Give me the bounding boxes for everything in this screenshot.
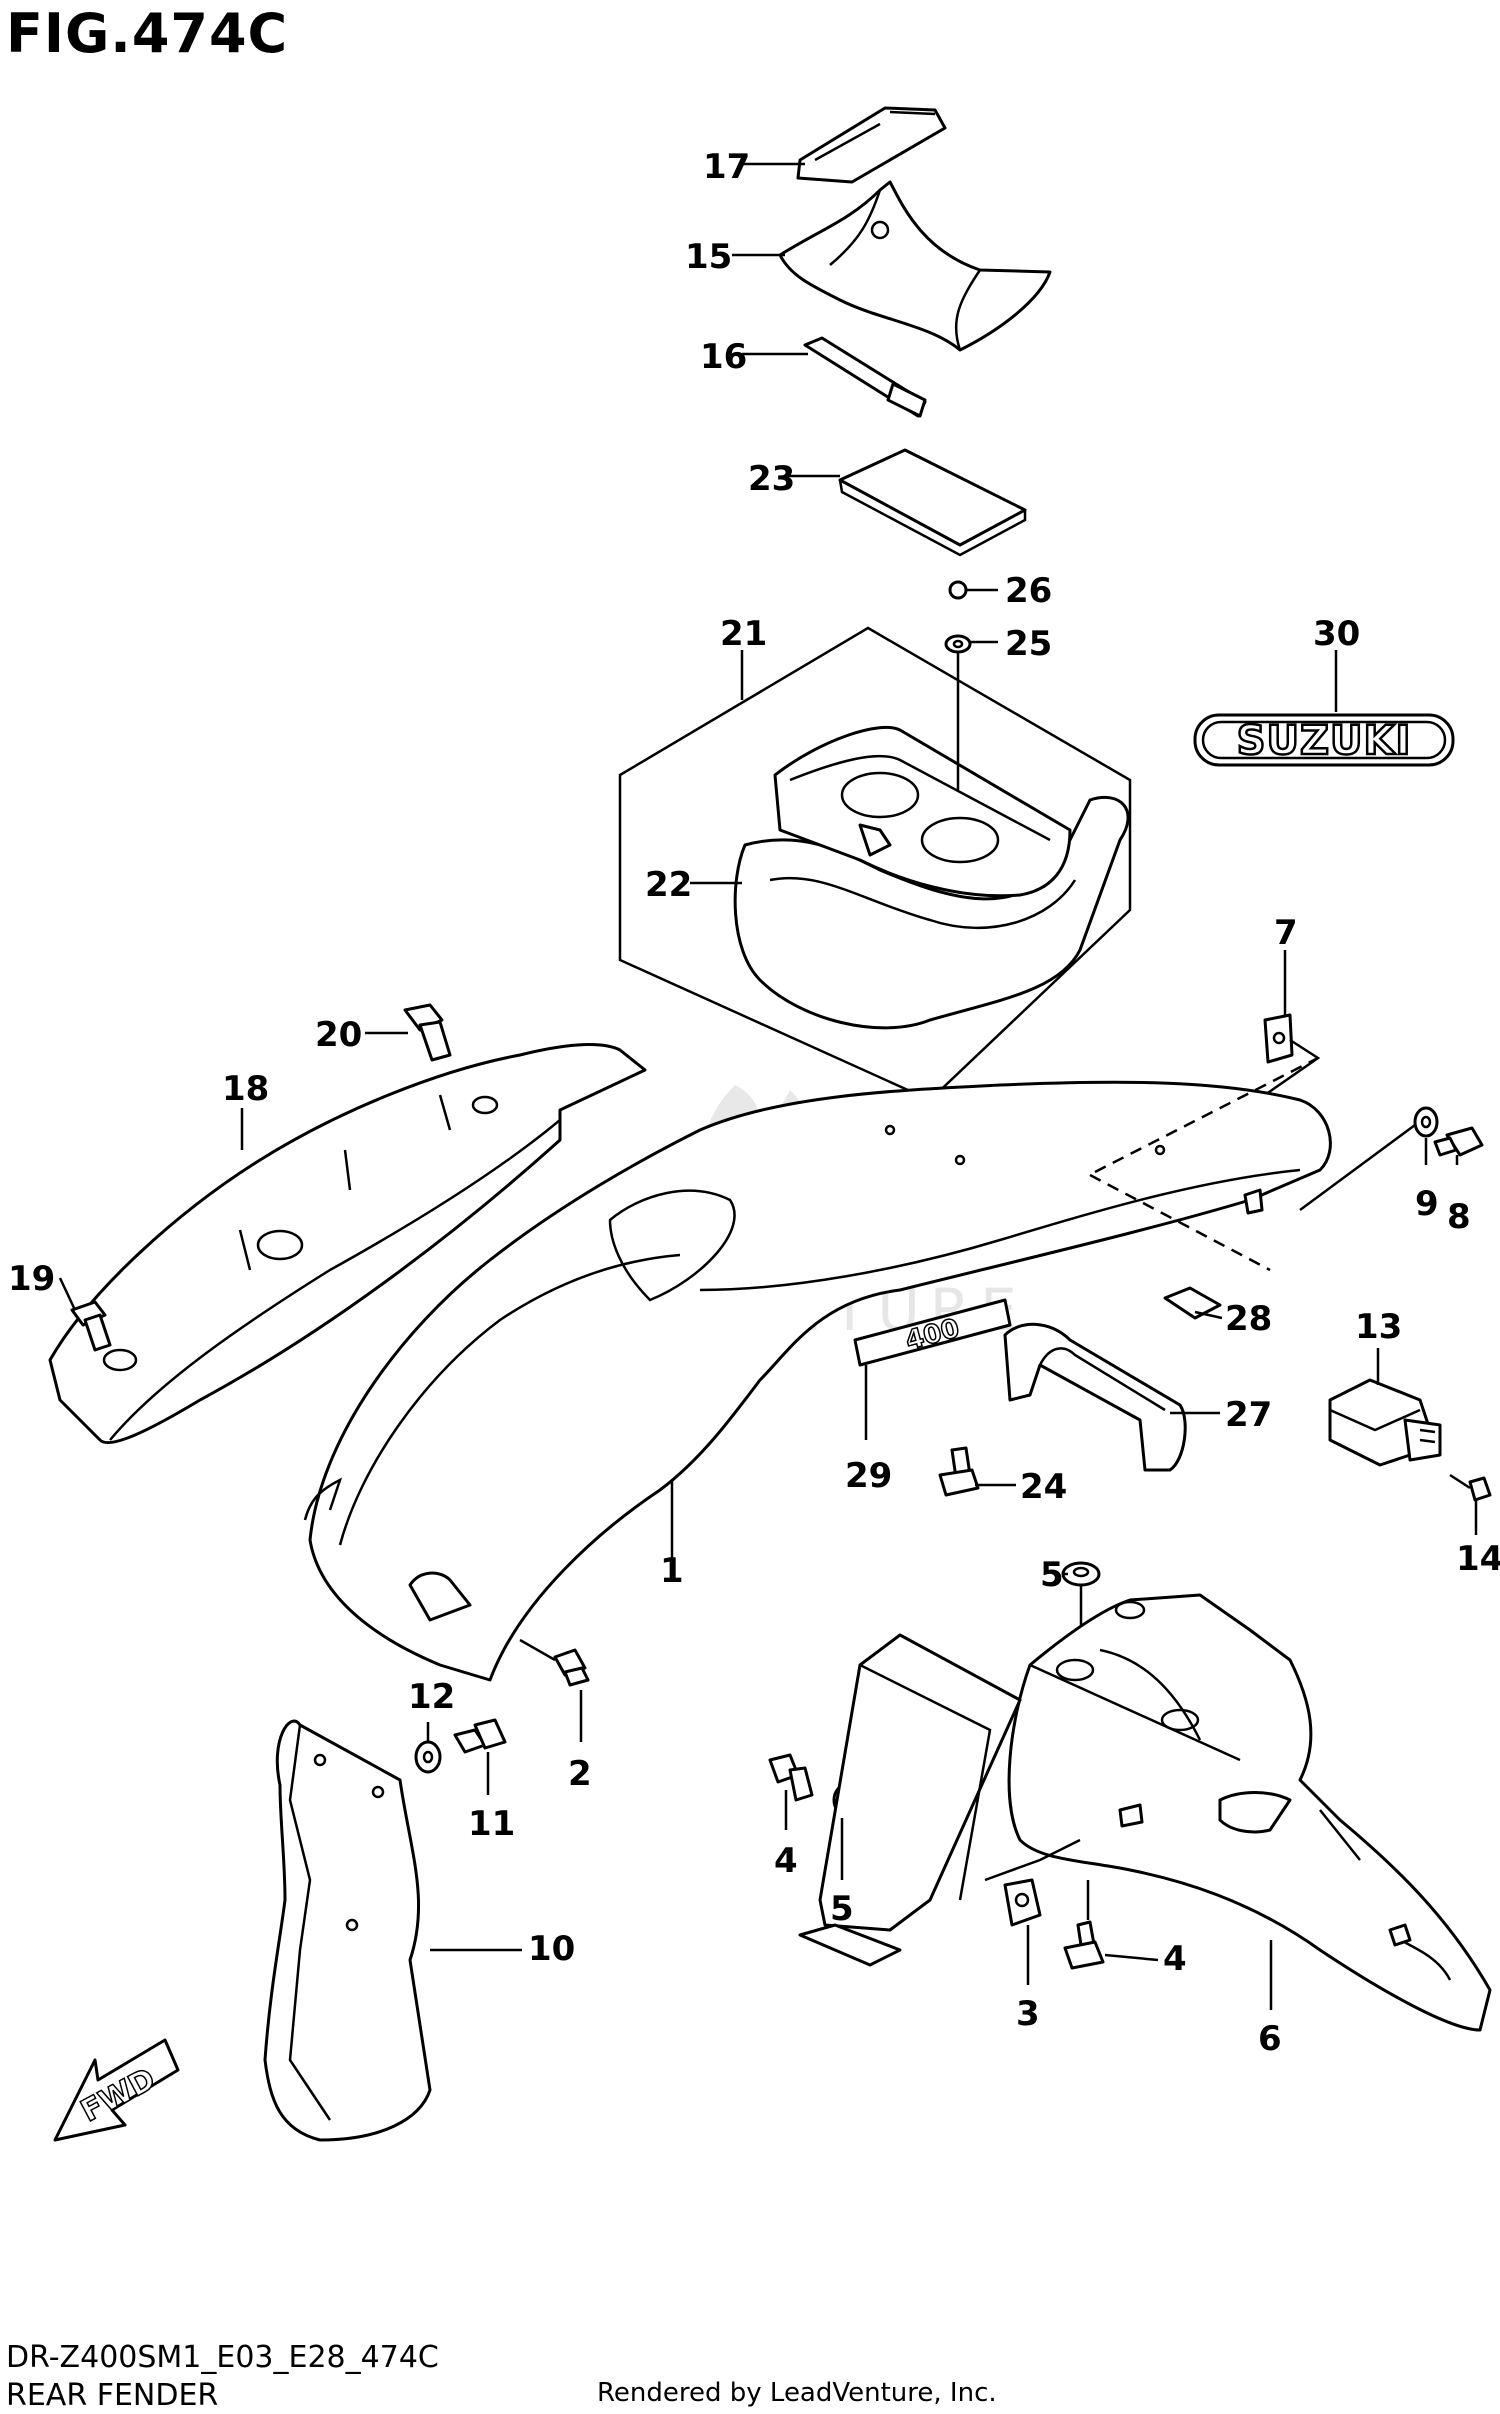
part-rear-guard-18 bbox=[48, 1043, 647, 1445]
callout-23: 23 bbox=[748, 459, 795, 499]
part-tool-bag-15 bbox=[778, 180, 1052, 352]
callout-labels: 17 15 16 23 26 25 21 30 22 7 20 18 9 8 1… bbox=[8, 147, 1500, 2059]
part-grommet-5-top bbox=[1061, 1561, 1101, 1587]
callout-13: 13 bbox=[1355, 1307, 1402, 1347]
callout-21: 21 bbox=[720, 614, 767, 654]
callout-14: 14 bbox=[1456, 1539, 1500, 1579]
part-washer-25 bbox=[944, 634, 972, 654]
part-bolt-8 bbox=[1433, 1126, 1484, 1157]
part-rivet-26 bbox=[948, 580, 968, 600]
part-bolt-11 bbox=[453, 1718, 507, 1754]
part-decal-30: SUZUKI bbox=[1193, 713, 1455, 767]
render-credit: Rendered by LeadVenture, Inc. bbox=[597, 2378, 997, 2408]
part-tool-16 bbox=[803, 336, 927, 418]
callout-4-upper: 4 bbox=[774, 1841, 798, 1881]
callout-12: 12 bbox=[408, 1677, 455, 1717]
callout-19: 19 bbox=[8, 1259, 55, 1299]
part-nut-3 bbox=[1003, 1878, 1042, 1927]
part-bolt-24 bbox=[938, 1446, 980, 1497]
part-grab-handle-27 bbox=[1003, 1322, 1187, 1472]
callout-27: 27 bbox=[1225, 1395, 1272, 1435]
callout-20: 20 bbox=[315, 1015, 362, 1055]
callout-11: 11 bbox=[468, 1804, 515, 1844]
callout-4-lower: 4 bbox=[1163, 1939, 1187, 1979]
part-bolt-4-lower bbox=[1063, 1920, 1105, 1970]
section-name: REAR FENDER bbox=[6, 2378, 219, 2413]
part-inner-fender-6 bbox=[1007, 1593, 1492, 2032]
part-bolt-4-upper bbox=[768, 1753, 814, 1802]
part-screw-14 bbox=[1449, 1473, 1492, 1502]
callout-28: 28 bbox=[1225, 1299, 1272, 1339]
part-box-assembly-21 bbox=[618, 626, 1132, 1102]
part-strap-17 bbox=[796, 106, 947, 184]
callout-18: 18 bbox=[222, 1069, 269, 1109]
callout-16: 16 bbox=[700, 337, 747, 377]
callout-2: 2 bbox=[568, 1754, 592, 1794]
part-bolt-19 bbox=[70, 1300, 112, 1352]
callout-8: 8 bbox=[1447, 1197, 1471, 1237]
callout-3: 3 bbox=[1016, 1994, 1040, 2034]
callout-9: 9 bbox=[1415, 1184, 1439, 1224]
callout-5-top: 5 bbox=[1040, 1555, 1064, 1595]
callout-6: 6 bbox=[1258, 2019, 1282, 2059]
callout-10: 10 bbox=[528, 1929, 575, 1969]
part-washer-9 bbox=[1413, 1106, 1439, 1138]
callout-17: 17 bbox=[703, 147, 750, 187]
callout-22: 22 bbox=[645, 865, 692, 905]
figure-title: FIG.474C bbox=[6, 2, 289, 65]
callout-24: 24 bbox=[1020, 1467, 1067, 1507]
model-code: DR-Z400SM1_E03_E28_474C bbox=[6, 2340, 439, 2375]
part-pad-28 bbox=[1163, 1286, 1222, 1320]
part-screw-2 bbox=[553, 1648, 590, 1687]
part-mud-flap-10 bbox=[263, 1719, 432, 2142]
callout-1: 1 bbox=[660, 1551, 684, 1591]
part-bolt-20 bbox=[403, 1003, 452, 1062]
part-bracket bbox=[798, 1633, 1022, 1967]
decal-text: SUZUKI bbox=[1237, 718, 1412, 764]
part-regulator-13 bbox=[1328, 1378, 1442, 1467]
callout-26: 26 bbox=[1005, 571, 1052, 611]
callout-25: 25 bbox=[1005, 624, 1052, 664]
callout-29: 29 bbox=[845, 1456, 892, 1496]
callout-30: 30 bbox=[1313, 614, 1360, 654]
part-clip-7 bbox=[1263, 1013, 1294, 1064]
part-rear-fender-1 bbox=[303, 1080, 1332, 1682]
fwd-arrow-icon: FWD bbox=[53, 2038, 180, 2142]
leader-lines bbox=[58, 162, 1478, 2010]
part-manual-23 bbox=[838, 448, 1027, 557]
callout-7: 7 bbox=[1274, 913, 1298, 953]
part-washer-12 bbox=[414, 1740, 442, 1774]
callout-15: 15 bbox=[685, 237, 732, 277]
callout-5-lower: 5 bbox=[830, 1889, 854, 1929]
